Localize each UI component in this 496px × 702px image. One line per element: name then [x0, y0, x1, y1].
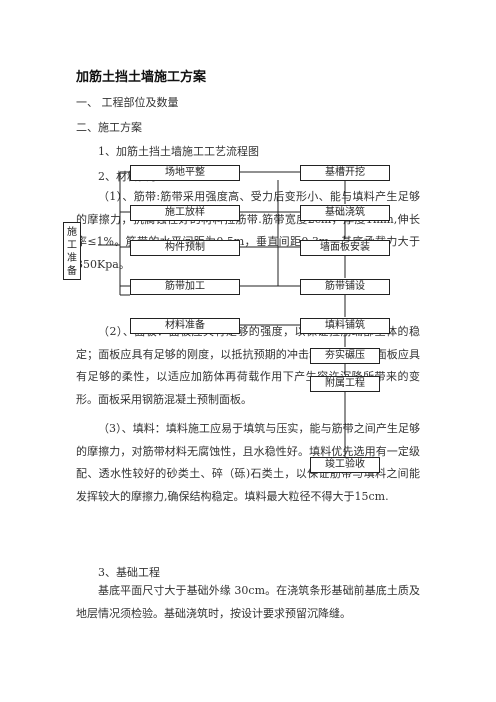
paragraph-foundation: 基底平面尺寸大于基础外缘 30cm。在浇筑条形基础前基底土质及地层情况须检验。基…	[76, 584, 420, 620]
flow-right-compaction: 夯实碾压	[310, 348, 380, 364]
paragraph-fill: （3）、填料：填料施工应易于填筑与压实，能与筋带之间产生足够的摩擦力，对筋带材料…	[76, 422, 420, 503]
flow-left-site-leveling: 场地平整	[130, 165, 240, 181]
heading-section-2: 二、施工方案	[76, 121, 142, 134]
flow-left-prefab: 构件预制	[130, 240, 240, 256]
flow-right-acceptance: 竣工验收	[310, 457, 380, 473]
flowchart-side-label: 施工准备	[67, 227, 77, 277]
heading-foundation: 3、基础工程	[98, 566, 160, 579]
flow-left-layout: 施工放样	[130, 205, 240, 221]
document-title: 加筋土挡土墙施工方案	[76, 70, 207, 85]
heading-flowchart: 1、加筋土挡土墙施工工艺流程图	[98, 145, 259, 158]
heading-section-1: 一、 工程部位及数量	[76, 96, 179, 109]
flow-left-strip-processing: 筋带加工	[130, 279, 240, 295]
flow-right-trench: 基槽开挖	[300, 165, 390, 181]
flow-right-ancillary: 附属工程	[310, 376, 380, 392]
flowchart-side-box: 施工准备	[63, 222, 81, 280]
flow-right-strip-laying: 筋带铺设	[300, 279, 390, 295]
flow-right-panel-install: 墙面板安装	[300, 240, 390, 256]
flow-left-material-prep: 材料准备	[130, 318, 240, 334]
flow-right-fill: 填料铺筑	[300, 318, 390, 334]
flow-right-foundation: 基础浇筑	[300, 205, 390, 221]
